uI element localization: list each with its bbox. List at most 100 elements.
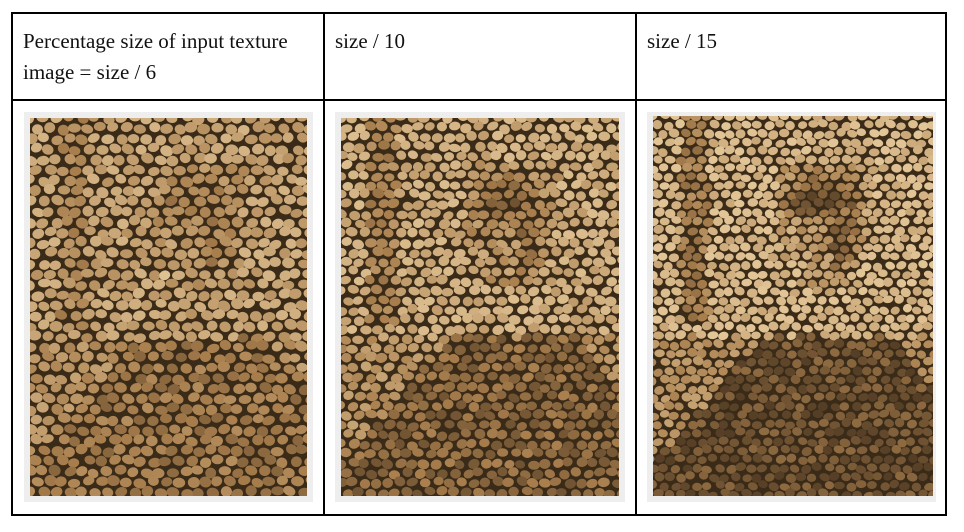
pebble bbox=[663, 173, 674, 182]
pebble bbox=[444, 227, 457, 238]
pebble bbox=[819, 473, 831, 482]
pebble bbox=[747, 234, 758, 243]
pebble bbox=[586, 326, 598, 335]
pebble bbox=[467, 152, 478, 162]
pebble bbox=[895, 174, 907, 183]
pebble bbox=[400, 277, 413, 287]
pebble bbox=[742, 348, 753, 357]
header-divider bbox=[13, 99, 945, 101]
pebble bbox=[719, 224, 731, 234]
pebble bbox=[535, 161, 546, 170]
pebble bbox=[669, 268, 680, 278]
pebble bbox=[779, 322, 790, 331]
pebble bbox=[348, 458, 361, 467]
pebble bbox=[575, 151, 586, 162]
pebble bbox=[569, 200, 580, 211]
pebble bbox=[95, 164, 108, 175]
pebble bbox=[352, 486, 364, 496]
pebble bbox=[600, 118, 612, 124]
pebble bbox=[161, 247, 174, 258]
pebble bbox=[221, 118, 233, 124]
pebble bbox=[866, 357, 878, 366]
pebble bbox=[467, 170, 480, 180]
pebble bbox=[691, 429, 702, 438]
pebble bbox=[553, 364, 564, 374]
pebble bbox=[146, 374, 158, 385]
pebble bbox=[912, 286, 922, 296]
pebble bbox=[515, 285, 527, 295]
pebble bbox=[491, 362, 503, 372]
pebble bbox=[745, 429, 756, 438]
pebble bbox=[75, 134, 88, 146]
pebble bbox=[757, 306, 767, 316]
pebble bbox=[211, 476, 223, 487]
pebble bbox=[698, 227, 709, 236]
pebble bbox=[713, 235, 724, 244]
pebble bbox=[557, 294, 569, 304]
pebble bbox=[806, 207, 817, 217]
pebble bbox=[296, 196, 307, 206]
pebble bbox=[685, 279, 696, 288]
pebble bbox=[539, 420, 551, 430]
pebble bbox=[402, 467, 413, 478]
pebble bbox=[213, 207, 225, 218]
pebble bbox=[884, 418, 895, 428]
pebble bbox=[545, 448, 558, 459]
pebble bbox=[492, 130, 504, 141]
pebble bbox=[295, 238, 307, 249]
pebble bbox=[786, 242, 797, 252]
pebble bbox=[193, 258, 207, 269]
pebble bbox=[194, 152, 207, 164]
pebble bbox=[540, 363, 552, 374]
pebble bbox=[30, 330, 42, 341]
pebble bbox=[382, 247, 394, 257]
pebble bbox=[419, 421, 431, 431]
pebble bbox=[872, 208, 883, 218]
pebble bbox=[856, 446, 868, 455]
pebble bbox=[653, 145, 659, 155]
pebble bbox=[657, 429, 668, 438]
pebble bbox=[686, 454, 697, 464]
pebble bbox=[291, 371, 305, 382]
pebble bbox=[130, 382, 142, 393]
pebble bbox=[419, 170, 430, 180]
pebble bbox=[707, 297, 718, 306]
pebble bbox=[924, 182, 933, 191]
pebble bbox=[182, 118, 194, 122]
pebble bbox=[81, 333, 93, 343]
pebble bbox=[853, 279, 863, 288]
pebble bbox=[395, 325, 406, 335]
pebble bbox=[671, 163, 682, 173]
header-text-size-10: size / 10 bbox=[335, 29, 405, 53]
pebble bbox=[757, 128, 768, 138]
pebble bbox=[140, 468, 154, 479]
pebble bbox=[63, 403, 75, 413]
pebble bbox=[773, 366, 784, 376]
pebble bbox=[237, 333, 249, 343]
pebble bbox=[824, 339, 835, 348]
pebble bbox=[191, 215, 204, 226]
pebble bbox=[30, 383, 36, 393]
pebble bbox=[238, 372, 250, 383]
pebble bbox=[409, 188, 420, 198]
pebble bbox=[38, 486, 51, 496]
pebble bbox=[701, 234, 712, 245]
pebble bbox=[803, 163, 814, 173]
pebble bbox=[42, 207, 54, 218]
pebble bbox=[732, 121, 742, 130]
pebble bbox=[828, 315, 839, 325]
pebble bbox=[840, 225, 851, 235]
pebble bbox=[63, 277, 76, 289]
pebble bbox=[828, 121, 839, 131]
pebble bbox=[140, 197, 152, 208]
pebble bbox=[719, 474, 729, 483]
pebble bbox=[343, 390, 354, 400]
pebble bbox=[252, 291, 265, 302]
pebble bbox=[912, 427, 924, 436]
pebble bbox=[341, 307, 348, 317]
pebble bbox=[39, 342, 51, 354]
pebble bbox=[396, 210, 408, 220]
pebble bbox=[817, 119, 828, 128]
pebble bbox=[653, 165, 659, 175]
pebble bbox=[813, 356, 823, 366]
